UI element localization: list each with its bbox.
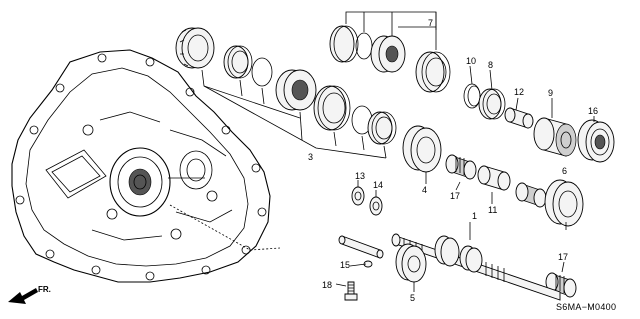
callout-18: 18 <box>322 280 332 290</box>
callout-15: 15 <box>340 260 350 270</box>
front-arrow-icon <box>8 288 38 304</box>
callout-17-lower: 17 <box>558 252 568 262</box>
callout-1: 1 <box>472 211 477 221</box>
callout-13: 13 <box>355 171 365 181</box>
part-12-collar[interactable] <box>504 107 534 129</box>
callout-9: 9 <box>548 88 553 98</box>
transmission-housing[interactable] <box>11 49 281 283</box>
callout-11: 11 <box>488 205 497 215</box>
callout-7: 7 <box>428 18 433 28</box>
gear-set-7[interactable] <box>329 11 451 93</box>
callout-12: 12 <box>514 87 524 97</box>
callout-16: 16 <box>588 106 598 116</box>
callout-8: 8 <box>488 60 493 70</box>
part-18-bolt[interactable] <box>344 281 358 301</box>
gear-set-3[interactable] <box>175 27 397 159</box>
part-10-ring[interactable] <box>463 83 481 109</box>
part-17-needle-bearing-mid[interactable] <box>515 182 547 208</box>
part-17-needle-bearing-upper[interactable] <box>445 154 477 180</box>
callout-14: 14 <box>373 180 383 190</box>
diagram-code: S6MA−M0400 <box>556 302 616 312</box>
part-13-washer[interactable] <box>351 186 365 206</box>
oil-pipe[interactable] <box>338 235 384 259</box>
part-8-synchro[interactable] <box>478 88 506 120</box>
part-1-mainshaft[interactable] <box>391 222 561 301</box>
part-16-bearing[interactable] <box>577 119 615 163</box>
callout-5: 5 <box>410 293 415 303</box>
callout-17-upper: 17 <box>450 191 460 201</box>
part-4-gear[interactable] <box>402 125 442 184</box>
part-5-gear[interactable] <box>395 243 427 292</box>
callout-4: 4 <box>422 185 427 195</box>
part-6-gear[interactable] <box>544 179 584 227</box>
front-indicator: FR. <box>38 285 51 294</box>
part-9-hub[interactable] <box>533 117 577 157</box>
part-11-sleeve[interactable] <box>477 165 511 191</box>
callout-3: 3 <box>308 152 313 162</box>
callout-6: 6 <box>562 166 567 176</box>
part-14-washer[interactable] <box>369 196 383 216</box>
callout-10: 10 <box>466 56 476 66</box>
